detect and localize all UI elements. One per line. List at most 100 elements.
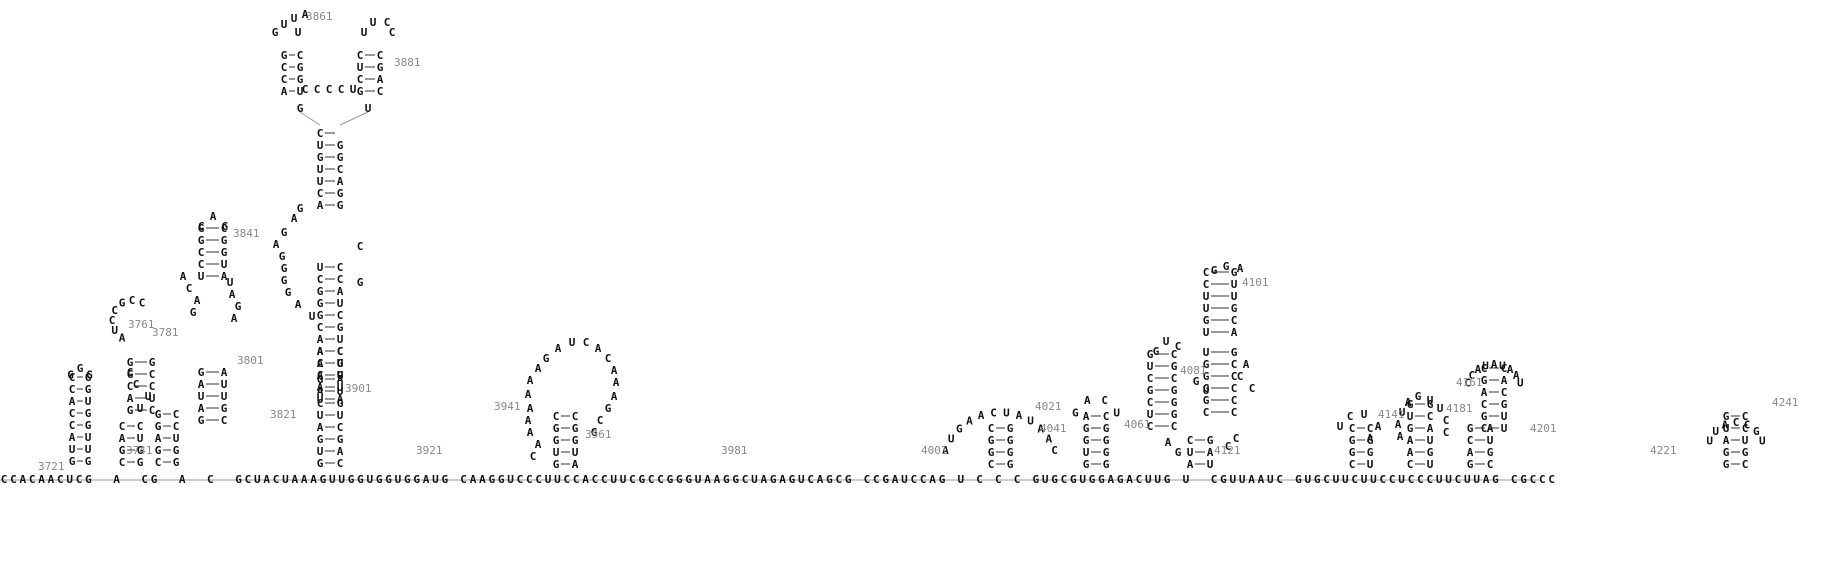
nucleotide: G: [317, 297, 324, 310]
nucleotide: A: [198, 378, 205, 391]
nucleotide: A: [1475, 363, 1482, 376]
nucleotide: A: [179, 473, 186, 486]
nucleotide: G: [85, 383, 92, 396]
nucleotide: G: [1203, 358, 1210, 371]
nucleotide: C: [326, 83, 333, 96]
nucleotide: C: [1187, 434, 1194, 447]
nucleotide: C: [1742, 410, 1749, 423]
nucleotide: U: [221, 258, 228, 271]
nucleotide: G: [119, 444, 126, 457]
backbone-segment: [299, 111, 321, 126]
nucleotide: A: [301, 473, 308, 486]
nucleotide: C: [601, 473, 608, 486]
nucleotide: G: [1349, 446, 1356, 459]
nucleotide: U: [317, 139, 324, 152]
nucleotide: U: [337, 381, 344, 394]
nucleotide: G: [413, 473, 420, 486]
nucleotide: A: [317, 381, 324, 394]
nucleotide: A: [337, 393, 344, 406]
nucleotide: A: [317, 357, 324, 370]
nucleotide: C: [920, 473, 927, 486]
nucleotide: C: [133, 378, 140, 391]
base-pair-bonds: [77, 54, 1740, 465]
nucleotide: C: [1389, 473, 1396, 486]
nucleotide: G: [605, 402, 612, 415]
nucleotide: C: [1171, 348, 1178, 361]
nucleotide: C: [597, 414, 604, 427]
nucleotide: A: [929, 473, 936, 486]
nucleotide: U: [1203, 290, 1210, 303]
nucleotide: C: [1231, 314, 1238, 327]
nucleotide: C: [109, 314, 116, 327]
nucleotide: G: [85, 473, 92, 486]
nucleotide: A: [1483, 473, 1490, 486]
nucleotide: G: [127, 368, 134, 381]
nucleotide: A: [1231, 326, 1238, 339]
nucleotide: C: [1231, 406, 1238, 419]
nucleotide: C: [221, 414, 228, 427]
nucleotide: G: [85, 419, 92, 432]
nucleotide: G: [1103, 446, 1110, 459]
nucleotide: C: [357, 49, 364, 62]
nucleotide: C: [1171, 372, 1178, 385]
nucleotide: A: [1481, 386, 1488, 399]
position-label: 3861: [306, 10, 333, 23]
nucleotide: A: [377, 73, 384, 86]
nucleotide: C: [742, 473, 749, 486]
nucleotide: A: [198, 402, 205, 415]
nucleotide: A: [611, 390, 618, 403]
nucleotide: G: [1487, 446, 1494, 459]
nucleotide: A: [317, 345, 324, 358]
nucleotide: G: [320, 473, 327, 486]
nucleotide: C: [1501, 362, 1508, 375]
nucleotide: A: [1395, 418, 1402, 431]
nucleotide: G: [119, 297, 126, 310]
nucleotide: C: [173, 408, 180, 421]
nucleotide: C: [317, 187, 324, 200]
position-label: 4161: [1456, 376, 1483, 389]
nucleotide: A: [1248, 473, 1255, 486]
nucleotide: G: [1032, 473, 1039, 486]
nucleotide: C: [1323, 473, 1330, 486]
nucleotide: G: [1231, 266, 1238, 279]
nucleotide: U: [1445, 473, 1452, 486]
nucleotide: A: [423, 473, 430, 486]
nucleotide: A: [1037, 423, 1044, 436]
nucleotide: C: [1101, 394, 1108, 407]
nucleotide: G: [1117, 473, 1124, 486]
nucleotide: C: [1349, 458, 1356, 471]
position-label: 3821: [270, 408, 297, 421]
nucleotide: G: [1103, 458, 1110, 471]
nucleotide: A: [337, 175, 344, 188]
nucleotide: U: [1759, 434, 1766, 447]
nucleotide: G: [69, 455, 76, 468]
nucleotide: G: [1742, 446, 1749, 459]
nucleotide: A: [337, 373, 344, 386]
nucleotide: G: [222, 220, 229, 233]
nucleotide: C: [1347, 410, 1354, 423]
nucleotide: C: [198, 220, 205, 233]
nucleotide: U: [254, 473, 261, 486]
nucleotide: C: [149, 404, 156, 417]
position-label: 4001: [921, 444, 948, 457]
nucleotide: A: [704, 473, 711, 486]
nucleotide: U: [337, 357, 344, 370]
nucleotide: G: [317, 285, 324, 298]
nucleotide: C: [317, 357, 324, 370]
nucleotide: G: [1407, 398, 1414, 411]
nucleotide: C: [1539, 473, 1546, 486]
nucleotide: U: [1501, 410, 1508, 423]
nucleotide: A: [535, 438, 542, 451]
nucleotide: G: [235, 300, 242, 313]
nucleotide: U: [1203, 326, 1210, 339]
nucleotide: C: [1276, 473, 1283, 486]
nucleotide: G: [337, 139, 344, 152]
position-label: 4141: [1378, 408, 1405, 421]
nucleotide: G: [86, 369, 93, 382]
nucleotide: U: [1499, 359, 1506, 372]
nucleotide: A: [194, 294, 201, 307]
position-label: 4041: [1040, 422, 1067, 435]
nucleotide: A: [1237, 262, 1244, 275]
nucleotide: A: [317, 345, 324, 358]
